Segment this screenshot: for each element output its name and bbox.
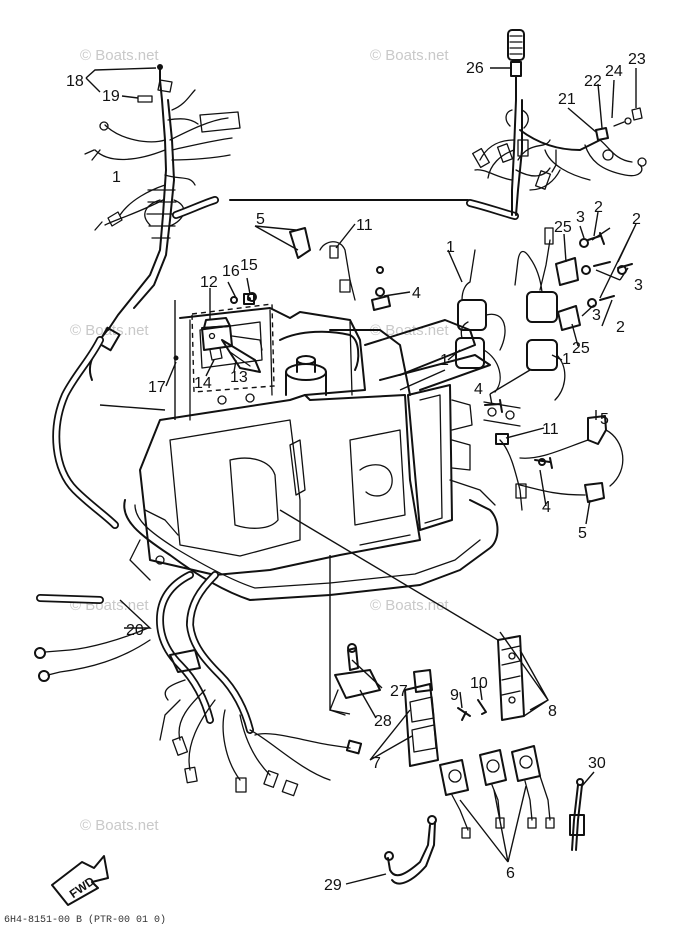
engine-block	[123, 307, 521, 601]
callout-22: 22	[584, 73, 602, 90]
callout-5: 5	[256, 211, 265, 228]
ignition-coils	[289, 227, 633, 511]
callout-25: 25	[572, 340, 590, 357]
footer-code: 6H4-8151-00 B (PTR-00 01 0)	[4, 914, 166, 926]
watermark: © Boats.net	[70, 322, 149, 339]
callout-18: 18	[66, 73, 84, 90]
upper-right-harness	[472, 29, 647, 216]
callout-25: 25	[554, 219, 572, 236]
callout-labels: 18 19 1 26 23 24 22 21 5 11 1 4 2 3 25 2…	[66, 51, 646, 894]
lower-components	[329, 635, 585, 885]
leader-lines	[85, 67, 637, 885]
forward-direction-arrow: FWD	[51, 855, 109, 906]
callout-12: 12	[200, 274, 218, 291]
callout-9: 9	[450, 687, 459, 704]
callout-6: 6	[506, 865, 515, 882]
callout-21: 21	[558, 91, 576, 108]
watermark: © Boats.net	[80, 817, 159, 834]
callout-8: 8	[548, 703, 557, 720]
callout-17: 17	[148, 379, 166, 396]
callout-4: 4	[542, 499, 551, 516]
long-ground-cable	[36, 336, 119, 604]
callout-20: 20	[126, 622, 144, 639]
watermark: © Boats.net	[370, 47, 449, 64]
watermark: © Boats.net	[80, 47, 159, 64]
callout-3: 3	[592, 307, 601, 324]
callout-24: 24	[605, 63, 623, 80]
callout-28: 28	[374, 713, 392, 730]
callout-3: 3	[634, 277, 643, 294]
callout-1: 1	[562, 351, 571, 368]
callout-1: 1	[440, 352, 449, 369]
callout-13: 13	[230, 369, 248, 386]
callout-1: 1	[446, 239, 455, 256]
callout-2: 2	[594, 199, 603, 216]
callout-14: 14	[194, 375, 212, 392]
ignition-module-group	[173, 292, 275, 393]
watermark: © Boats.net	[370, 597, 449, 614]
callout-11: 11	[356, 217, 373, 234]
lower-harness	[34, 571, 363, 797]
callout-23: 23	[628, 51, 646, 68]
callout-30: 30	[588, 755, 606, 772]
callout-2: 2	[632, 211, 641, 228]
callout-29: 29	[324, 877, 342, 894]
callout-4: 4	[412, 285, 421, 302]
watermarks: © Boats.net © Boats.net © Boats.net © Bo…	[70, 47, 449, 834]
callout-4: 4	[474, 381, 483, 398]
callout-5: 5	[600, 411, 609, 428]
callout-3: 3	[576, 209, 585, 226]
callout-27: 27	[390, 683, 408, 700]
callout-15: 15	[240, 257, 258, 274]
callout-2: 2	[616, 319, 625, 336]
callout-19: 19	[102, 88, 120, 105]
callout-5: 5	[578, 525, 587, 542]
callout-26: 26	[466, 60, 484, 77]
upper-cable-band	[172, 196, 519, 220]
callout-16: 16	[222, 263, 240, 280]
callout-10: 10	[470, 675, 488, 692]
callout-7: 7	[372, 755, 381, 772]
callout-1: 1	[112, 169, 121, 186]
callout-11: 11	[542, 421, 559, 438]
